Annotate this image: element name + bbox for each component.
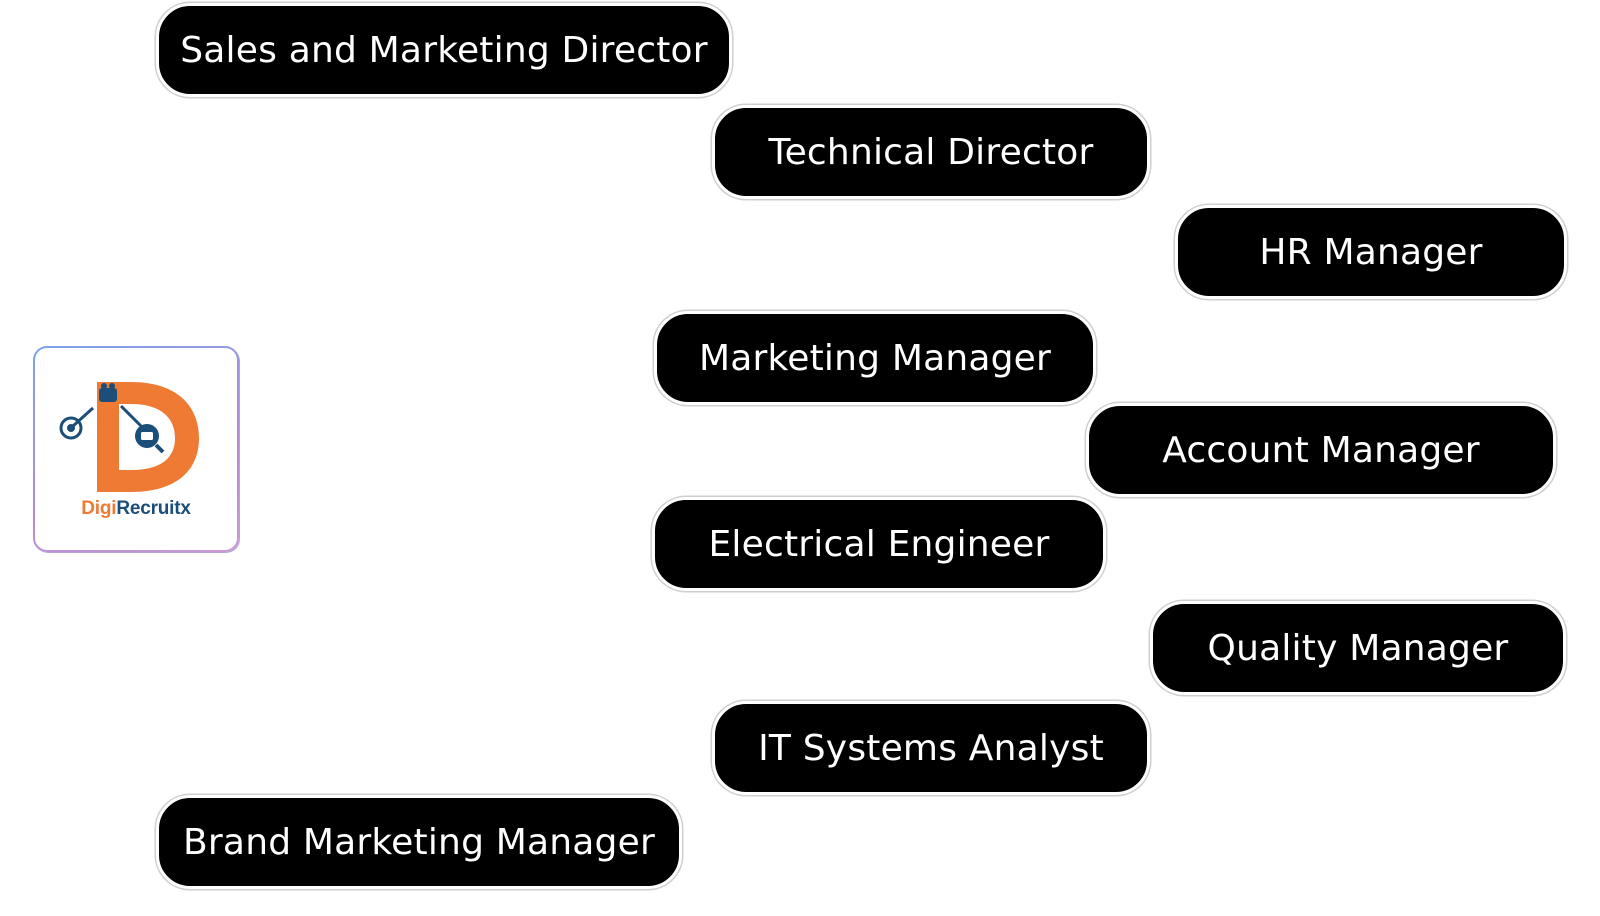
role-hr-manager: HR Manager	[1175, 205, 1567, 299]
logo-wordmark: DigiRecruitx	[35, 498, 237, 520]
role-brand-marketing-manager: Brand Marketing Manager	[156, 795, 682, 889]
digirecruitx-logo-icon	[59, 382, 199, 492]
role-sales-and-marketing-director: Sales and Marketing Director	[156, 3, 732, 97]
role-marketing-manager: Marketing Manager	[654, 311, 1096, 405]
role-quality-manager: Quality Manager	[1150, 601, 1566, 695]
digirecruitx-logo: DigiRecruitx	[33, 346, 239, 552]
role-electrical-engineer: Electrical Engineer	[652, 497, 1106, 591]
logo-wordmark-part2: Recruitx	[116, 498, 191, 519]
role-account-manager: Account Manager	[1086, 403, 1556, 497]
role-technical-director: Technical Director	[712, 105, 1150, 199]
role-it-systems-analyst: IT Systems Analyst	[712, 701, 1150, 795]
logo-wordmark-part1: Digi	[81, 498, 117, 519]
